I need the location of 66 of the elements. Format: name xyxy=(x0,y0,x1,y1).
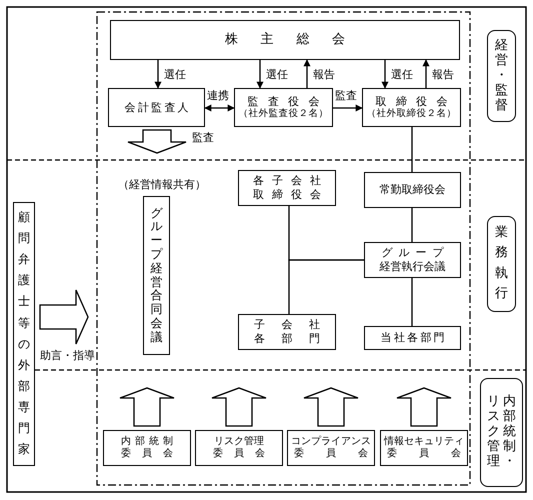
block-arrow xyxy=(127,129,187,154)
arrow xyxy=(304,59,310,88)
edge-label: 選任 xyxy=(391,69,413,80)
label-text: （社外取締役２名） xyxy=(366,108,456,120)
edge-label: 報告 xyxy=(313,69,335,80)
label-text: 内部統制委員会 xyxy=(121,436,173,460)
label-text: 内部統制・ xyxy=(503,395,516,470)
meeting-box xyxy=(364,242,461,278)
label-text: 経営・監督 xyxy=(495,39,508,113)
label-text: 各子会社取締役会 xyxy=(253,174,321,202)
connector-line xyxy=(411,278,413,326)
label-text: 株主総会 xyxy=(225,32,345,48)
label-text: 会計監査人 xyxy=(124,100,188,114)
org-box xyxy=(362,88,461,127)
meeting-box xyxy=(143,196,170,355)
section-tag xyxy=(487,30,516,122)
org-box xyxy=(234,88,333,127)
label-text: （社外監査役２名） xyxy=(238,108,328,120)
label-text: 業務執行 xyxy=(495,226,508,302)
label-text: コンプライアンス委員会 xyxy=(291,436,371,460)
org-box xyxy=(364,326,461,350)
label-text: 当社各部門 xyxy=(380,331,444,345)
section-tag xyxy=(480,378,523,487)
committee-box xyxy=(103,430,191,466)
edge-label: 選任 xyxy=(164,69,186,80)
meeting-box xyxy=(110,20,460,60)
label-text: グループ経営合同会議 xyxy=(150,206,162,344)
block-arrow xyxy=(39,289,89,345)
connector-line xyxy=(411,127,413,172)
arrow xyxy=(382,60,388,89)
label-text: 常勤取締役会 xyxy=(380,183,446,197)
label-text: リスク管理委員会 xyxy=(213,436,265,460)
edge-label: 選任 xyxy=(266,69,288,80)
label-text: 顧問弁護士等の外部専門家 xyxy=(18,211,30,457)
advisor-box xyxy=(13,202,35,466)
block-arrow xyxy=(211,387,267,427)
connector-line xyxy=(288,259,364,314)
label-text: リスク管理 xyxy=(487,395,500,470)
label-text: 情報セキュリティ委員会 xyxy=(384,436,464,460)
edge-label: 助言・指導 xyxy=(40,350,95,361)
org-box xyxy=(364,172,461,208)
edge-label: 監査 xyxy=(192,132,214,143)
connector-line xyxy=(411,208,413,242)
block-arrow xyxy=(119,387,175,427)
arrow xyxy=(422,59,430,88)
caption-text: （経営情報共有） xyxy=(118,179,206,190)
arrow xyxy=(204,104,235,112)
committee-box xyxy=(380,430,468,466)
edge-label: 監査 xyxy=(335,90,357,101)
org-box xyxy=(238,170,336,206)
arrow xyxy=(256,60,264,89)
edge-label: 連携 xyxy=(207,90,229,101)
org-box xyxy=(108,88,205,127)
label-text: 子会社各部門 xyxy=(254,318,320,346)
section-tag xyxy=(487,216,516,312)
committee-box xyxy=(287,430,375,466)
committee-box xyxy=(195,430,283,466)
arrow xyxy=(333,104,363,112)
arrow xyxy=(154,60,162,89)
edge-label: 報告 xyxy=(432,69,454,80)
label-text: 監査役会 xyxy=(248,94,320,108)
label-text: 取締役会 xyxy=(376,94,448,108)
block-arrow xyxy=(396,387,452,427)
block-arrow xyxy=(303,387,359,427)
org-box xyxy=(238,314,336,350)
label-text: グループ経営執行会議 xyxy=(380,246,446,274)
